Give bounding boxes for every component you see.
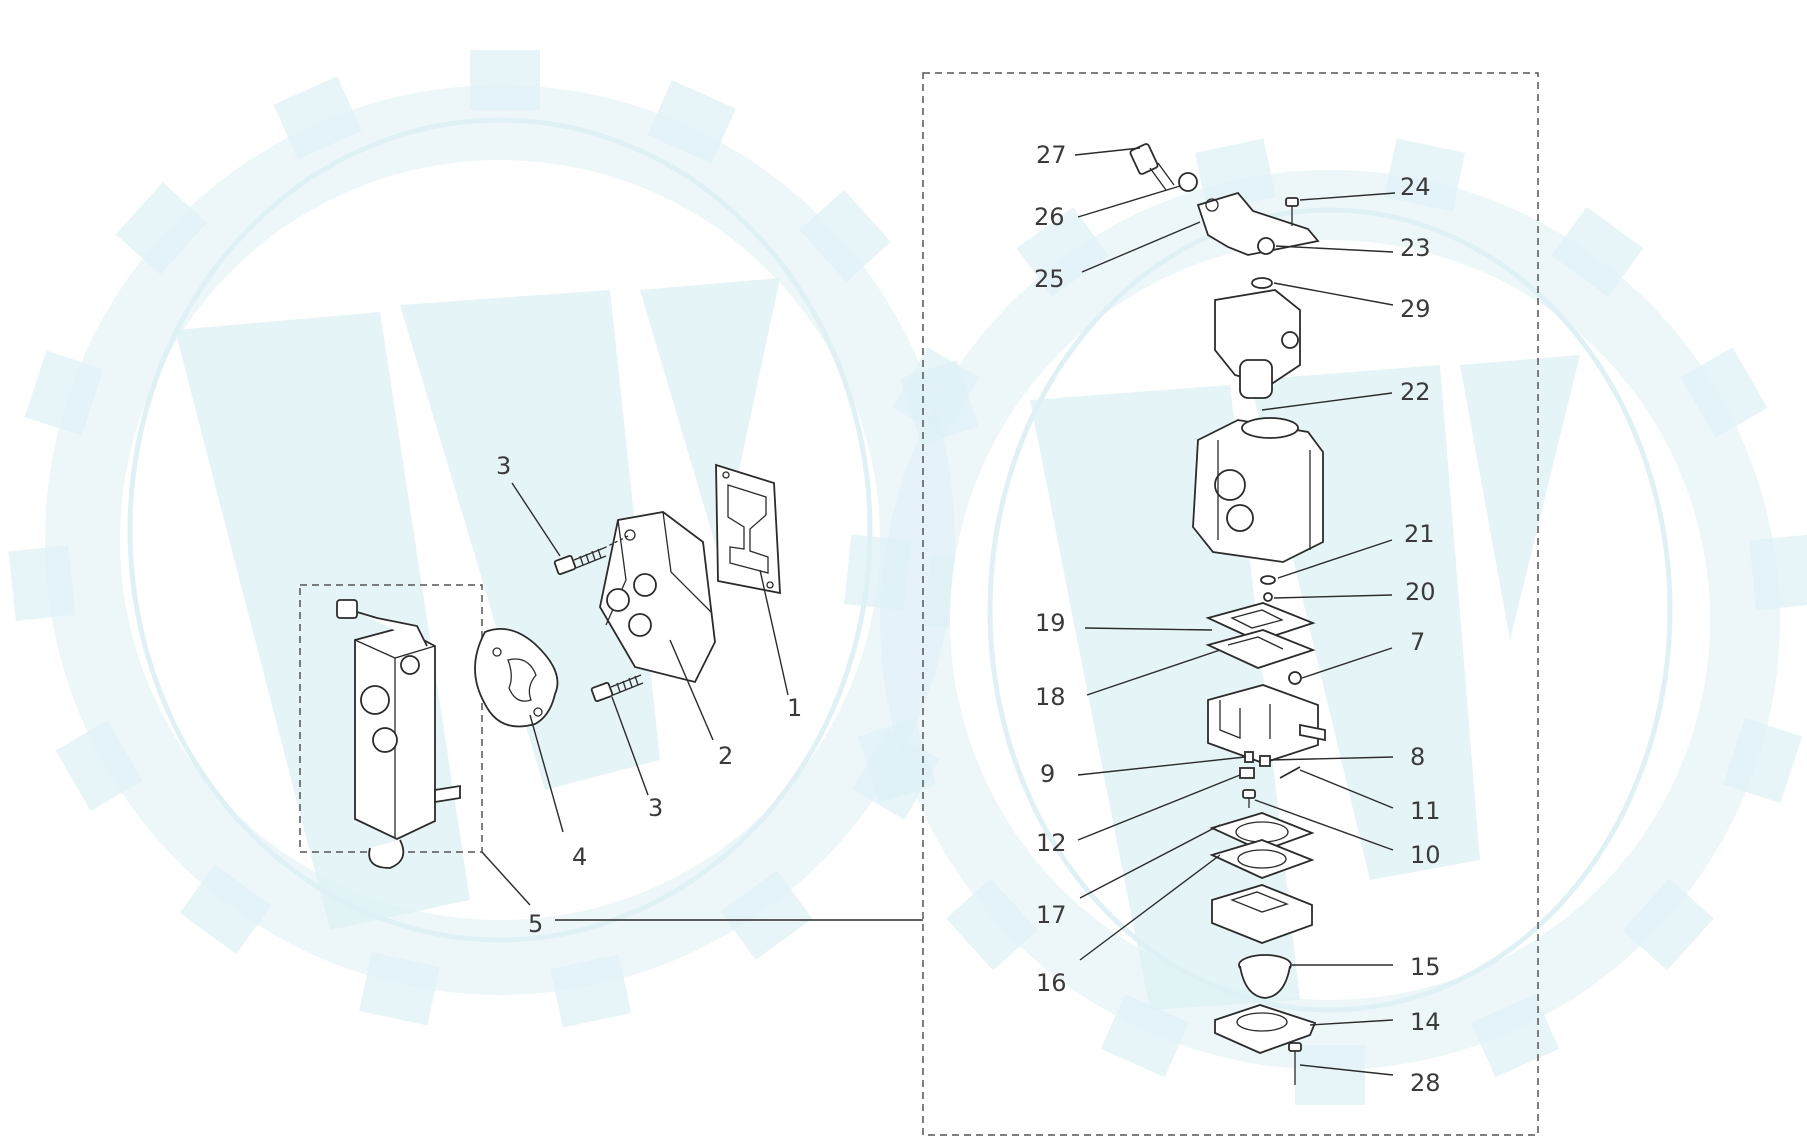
bulb-cover-part-14 (1214, 1004, 1317, 1054)
callout-12: 12 (1036, 829, 1067, 857)
carburetor-assembly (336, 599, 461, 869)
pin-part-8 (1259, 755, 1271, 767)
gasket-part-1 (715, 463, 781, 595)
leader-21 (1277, 539, 1393, 579)
leader-28 (1299, 1064, 1394, 1076)
callout-22: 22 (1400, 378, 1431, 406)
callout-27: 27 (1036, 141, 1067, 169)
leader-24 (1299, 192, 1396, 201)
callout-25: 25 (1034, 265, 1065, 293)
leader-22 (1261, 392, 1393, 411)
callout-3b: 3 (648, 794, 663, 822)
callout-4: 4 (572, 843, 587, 871)
bolt-part-3-lower (590, 674, 644, 702)
leader-23 (1275, 245, 1394, 253)
callout-23: 23 (1400, 234, 1431, 262)
leader-25 (1081, 221, 1201, 273)
screw-part-28 (1288, 1042, 1302, 1085)
lever-part-12 (1239, 767, 1255, 779)
callout-8: 8 (1410, 743, 1425, 771)
needle-part-20 (1263, 592, 1273, 602)
diaphragm-part-18 (1205, 629, 1316, 669)
pump-body (1207, 684, 1326, 764)
callout-9: 9 (1040, 760, 1055, 788)
gasket-part-19 (1205, 602, 1316, 642)
callout-17: 17 (1036, 901, 1067, 929)
nut-part-26 (1178, 172, 1198, 192)
needle-valve-part-9 (1244, 751, 1254, 763)
leader-16 (1079, 854, 1221, 961)
callout-labels: 3 1 2 3 4 5 27 26 25 24 23 29 22 21 20 1… (496, 141, 1441, 1097)
adjuster-screw-part-27 (1129, 143, 1175, 191)
watermark-logo (8, 50, 1807, 1105)
leader-8 (1269, 756, 1394, 761)
bolt-part-3-upper (553, 547, 607, 575)
callout-20: 20 (1405, 578, 1436, 606)
callout-16: 16 (1036, 969, 1067, 997)
leader-3a-dash (603, 534, 631, 549)
gasket-part-16 (1209, 839, 1315, 879)
leader-29 (1273, 282, 1394, 306)
spring-part-21 (1260, 575, 1276, 585)
pin-part-11 (1279, 766, 1301, 779)
leader-11 (1299, 769, 1394, 809)
leader-3b (611, 696, 649, 796)
leader-9 (1077, 756, 1246, 776)
primer-bulb-part-15 (1238, 954, 1292, 999)
callout-21: 21 (1404, 520, 1435, 548)
screw-part-24 (1285, 197, 1299, 226)
leader-19 (1084, 627, 1213, 631)
leader-12 (1077, 774, 1241, 841)
watermark-gear-right (843, 138, 1807, 1105)
leader-3a (511, 482, 561, 557)
leader-2 (669, 639, 714, 741)
leader-7 (1301, 647, 1393, 679)
callout-26: 26 (1034, 203, 1065, 231)
callout-5: 5 (528, 910, 543, 938)
washer-part-29 (1251, 277, 1273, 289)
screen-part-7 (1288, 671, 1302, 685)
callout-2: 2 (718, 742, 733, 770)
gasket-part-4 (474, 628, 559, 728)
carburetor-body (1192, 417, 1324, 563)
cover-part-lower (1211, 884, 1313, 944)
leader-26 (1077, 185, 1181, 218)
leader-27 (1074, 147, 1141, 156)
leader-18 (1086, 649, 1221, 696)
leader-10 (1254, 799, 1394, 851)
callout-24: 24 (1400, 173, 1431, 201)
callout-15: 15 (1410, 953, 1441, 981)
callout-3a: 3 (496, 452, 511, 480)
watermark-gear-left (8, 50, 991, 1028)
leader-1 (759, 569, 789, 696)
callout-1: 1 (787, 694, 802, 722)
carburetor-detail-box (922, 72, 1539, 1136)
callout-29: 29 (1400, 295, 1431, 323)
leader-17 (1079, 824, 1221, 899)
throttle-shaft-part-22 (1214, 289, 1301, 399)
callout-19: 19 (1035, 609, 1066, 637)
leader-5-left (481, 851, 531, 906)
callout-28: 28 (1410, 1069, 1441, 1097)
leader-14 (1309, 1019, 1394, 1026)
callout-7: 7 (1410, 628, 1425, 656)
callout-18: 18 (1035, 683, 1066, 711)
callout-14: 14 (1410, 1008, 1441, 1036)
leader-4 (529, 714, 564, 833)
callout-11: 11 (1410, 797, 1441, 825)
leader-20 (1273, 594, 1393, 599)
screw-part-10 (1242, 789, 1256, 808)
callout-10: 10 (1410, 841, 1441, 869)
fitting-part-23 (1257, 237, 1275, 255)
bracket-part-25 (1196, 191, 1320, 256)
